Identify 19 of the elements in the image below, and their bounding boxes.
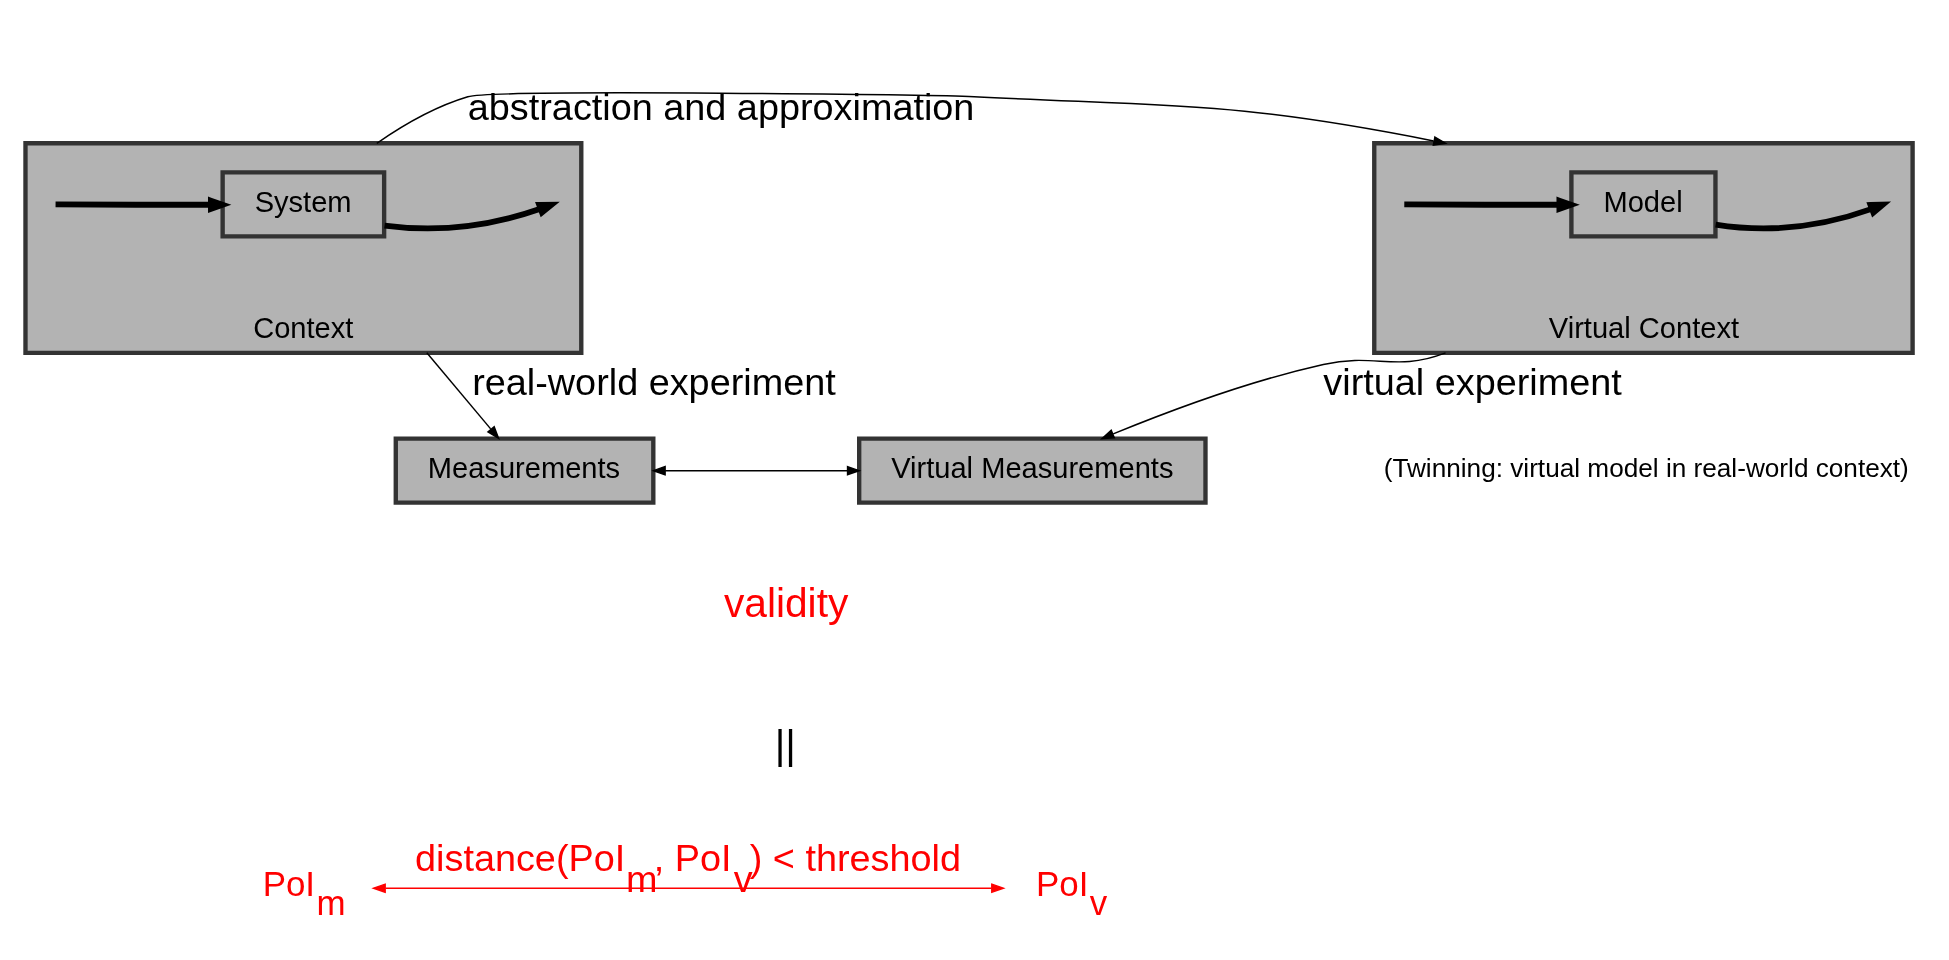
node-box: System bbox=[220, 169, 387, 239]
arrow bbox=[376, 91, 1448, 146]
label: (Twinning: virtual model in real-world context) bbox=[1383, 452, 1909, 483]
node-box: Virtual Measurements bbox=[857, 436, 1208, 505]
arrow bbox=[1715, 201, 1892, 231]
arrow bbox=[371, 882, 1006, 893]
edge-label: real-world experiment bbox=[472, 360, 836, 403]
arrow bbox=[426, 351, 500, 440]
edge-label: virtual experiment bbox=[1323, 360, 1622, 403]
arrow bbox=[1404, 196, 1580, 213]
label: validity bbox=[723, 579, 849, 626]
arrow bbox=[1100, 351, 1447, 439]
node-box: Measurements bbox=[393, 436, 656, 505]
arrow bbox=[384, 201, 560, 231]
edge-label: abstraction and approximation bbox=[467, 85, 975, 128]
arrow bbox=[651, 465, 862, 476]
node-box: Model bbox=[1569, 169, 1718, 239]
label: || bbox=[774, 721, 796, 768]
arrow bbox=[55, 196, 232, 213]
